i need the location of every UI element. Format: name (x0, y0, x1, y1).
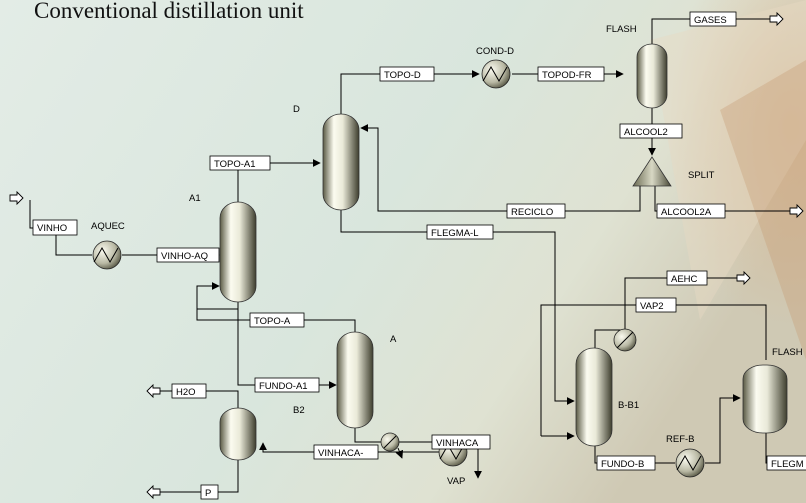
stream-topo-a1: TOPO-A1 (210, 156, 270, 170)
stream-flegm: FLEGM (767, 456, 806, 470)
stream-vinhaca-dash-label: VINHACA- (318, 448, 363, 459)
stream-flegma-l-label: FLEGMA-L (431, 228, 479, 239)
ref-b-label: REF-B (666, 434, 695, 445)
aquec-label: AQUEC (91, 221, 125, 232)
stream-alcool2a-label: ALCOOL2A (661, 207, 712, 218)
a-label: A (390, 334, 397, 345)
gases-out-arrow (770, 13, 783, 25)
stream-alcool2-label: ALCOOL2 (624, 127, 668, 138)
stream-gases: GASES (690, 12, 736, 26)
stream-vinho: VINHO (33, 220, 77, 235)
stream-reciclo-label: RECICLO (511, 207, 553, 218)
flash-drum-top (637, 44, 667, 108)
a1-column (220, 202, 256, 302)
vinho-feed-arrow (10, 192, 23, 204)
stream-flegm-label: FLEGM (771, 459, 804, 470)
stream-vinho-aq: VINHO-AQ (157, 248, 219, 262)
stream-reciclo: RECICLO (507, 204, 565, 218)
d-column (323, 114, 359, 210)
cond-d-label: COND-D (476, 46, 514, 57)
stream-h2o: H2O (172, 384, 206, 398)
stream-alcool2: ALCOOL2 (620, 124, 682, 138)
flash-drum-right (743, 365, 787, 433)
d-label: D (293, 104, 300, 115)
stream-topod-fr: TOPOD-FR (538, 67, 604, 81)
cond-d-condenser (482, 60, 510, 88)
p-out-arrow (147, 486, 160, 498)
stream-fundo-a1: FUNDO-A1 (255, 378, 319, 392)
alcool2a-out-arrow (790, 205, 803, 217)
vap-label: VAP (447, 476, 465, 487)
b-b1-label: B-B1 (618, 400, 639, 411)
b2-label: B2 (293, 405, 305, 416)
stream-topo-a-label: TOPO-A (254, 316, 291, 327)
stream-p: P (201, 485, 218, 499)
split-splitter (633, 157, 671, 186)
stream-vinhaca: VINHACA (432, 435, 490, 449)
aquec-heater (93, 241, 121, 269)
ref-b-exchanger (676, 449, 704, 477)
stream-topo-a1-label: TOPO-A1 (214, 159, 256, 170)
b-b1-condenser-hx (614, 329, 636, 351)
stream-vap2-label: VAP2 (640, 301, 664, 312)
flash-top-label: FLASH (606, 24, 637, 35)
stream-vinho-label: VINHO (37, 223, 67, 234)
b2-vessel (220, 408, 256, 460)
stream-vinhaca-dash: VINHACA- (314, 445, 378, 459)
stream-aehc: AEHC (667, 271, 707, 285)
aehc-out-arrow (737, 272, 750, 284)
stream-fundo-b: FUNDO-B (597, 456, 655, 470)
stream-topo-d-label: TOPO-D (384, 70, 421, 81)
stream-topo-a: TOPO-A (250, 313, 304, 327)
stream-topo-d: TOPO-D (380, 67, 434, 81)
stream-flegma-l: FLEGMA-L (427, 225, 493, 239)
a1-label: A1 (189, 193, 201, 204)
stream-topod-fr-label: TOPOD-FR (542, 70, 592, 81)
stream-gases-label: GASES (694, 15, 727, 26)
stream-lines (30, 19, 806, 492)
a-column (337, 332, 373, 428)
a-reboiler-hx (381, 433, 399, 451)
split-label: SPLIT (688, 170, 715, 181)
h2o-out-arrow (147, 385, 160, 397)
stream-vinho-aq-label: VINHO-AQ (161, 251, 208, 262)
stream-aehc-label: AEHC (671, 274, 698, 285)
stream-p-label: P (205, 488, 211, 499)
stream-vap2: VAP2 (636, 298, 676, 312)
stream-vinhaca-label: VINHACA (436, 438, 479, 449)
stream-fundo-a1-label: FUNDO-A1 (259, 381, 308, 392)
flash-right-label: FLASH (772, 347, 803, 358)
stream-alcool2a: ALCOOL2A (657, 204, 725, 218)
stream-h2o-label: H2O (176, 387, 196, 398)
stream-fundo-b-label: FUNDO-B (601, 459, 644, 470)
b-b1-column (576, 348, 612, 446)
